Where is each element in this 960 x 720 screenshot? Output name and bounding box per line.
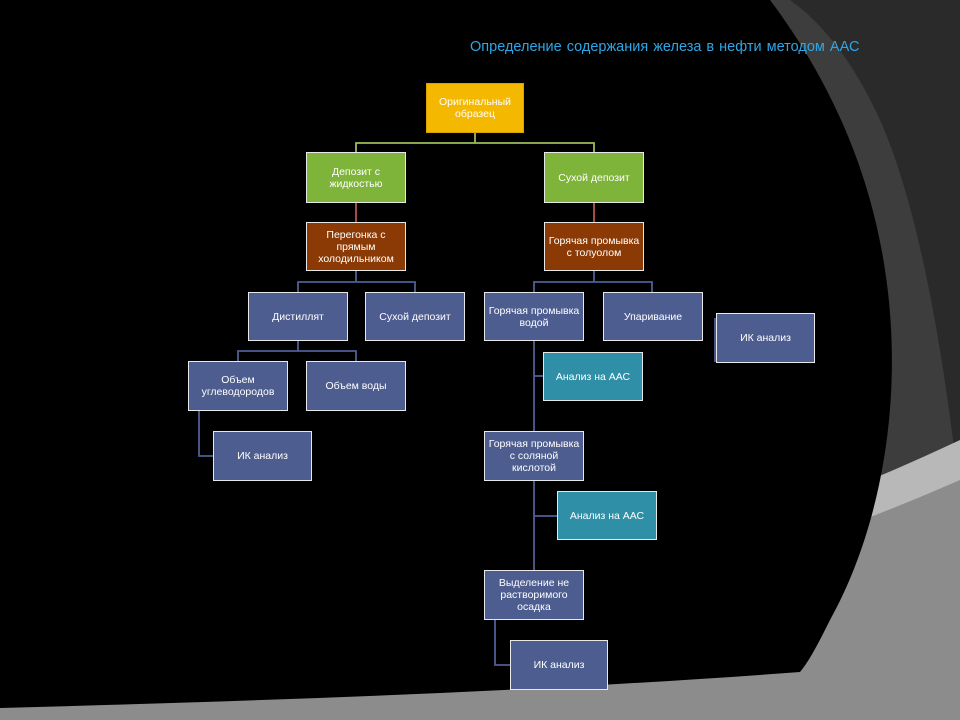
- node-aas-analysis-water: Анализ на ААС: [543, 352, 643, 401]
- node-ir-analysis-hydrocarbon: ИК анализ: [213, 431, 312, 481]
- node-dry-deposit-left: Сухой депозит: [365, 292, 465, 341]
- node-hydrocarbon-volume-label: Объем углеводородов: [201, 374, 275, 398]
- background-black-shape: [0, 0, 892, 708]
- node-ir-analysis-evaporation-label: ИК анализ: [740, 332, 791, 344]
- node-aas-analysis-hcl: Анализ на ААС: [557, 491, 657, 540]
- node-insoluble-residue: Выделение не растворимого осадка: [484, 570, 584, 620]
- node-original-sample: Оригинальный образец: [426, 83, 524, 133]
- node-insoluble-residue-label: Выделение не растворимого осадка: [498, 577, 570, 613]
- node-ir-analysis-hydrocarbon-label: ИК анализ: [237, 450, 288, 462]
- node-distillation-label: Перегонка с прямым холодильником: [318, 228, 394, 265]
- node-hot-wash-toluene: Горячая промывка с толуолом: [544, 222, 644, 271]
- node-ir-analysis-residue: ИК анализ: [510, 640, 608, 690]
- node-deposit-with-liquid: Депозит с жидкостью: [306, 152, 406, 203]
- node-distillate-label: Дистиллят: [272, 310, 324, 323]
- node-hot-wash-toluene-label: Горячая промывка с толуолом: [548, 234, 640, 259]
- connector-original-split: [355, 133, 595, 152]
- background-swoosh-inner: [790, 0, 960, 500]
- connector-distillation-split: [297, 271, 416, 292]
- node-evaporation: Упаривание: [603, 292, 703, 341]
- node-ir-analysis-evaporation: ИК анализ: [716, 313, 815, 363]
- connector-residue-ir: [494, 620, 510, 666]
- node-deposit-with-liquid-label: Депозит с жидкостью: [329, 165, 383, 190]
- node-original-sample-label: Оригинальный образец: [438, 96, 511, 120]
- node-ir-analysis-residue-label: ИК анализ: [533, 659, 585, 671]
- node-hot-wash-hcl-label: Горячая промывка с соляной кислотой: [488, 438, 580, 474]
- node-distillate: Дистиллят: [248, 292, 348, 341]
- connector-distillate-split: [237, 341, 357, 361]
- node-dry-deposit-left-label: Сухой депозит: [379, 310, 451, 323]
- node-aas-analysis-hcl-label: Анализ на ААС: [569, 509, 645, 522]
- node-hydrocarbon-volume: Объем углеводородов: [188, 361, 288, 411]
- node-hot-wash-water: Горячая промывка водой: [484, 292, 584, 341]
- node-water-volume-label: Объем воды: [325, 380, 387, 392]
- node-hot-wash-hcl: Горячая промывка с соляной кислотой: [484, 431, 584, 481]
- node-hot-wash-water-label: Горячая промывка водой: [488, 305, 580, 329]
- node-evaporation-label: Упаривание: [623, 310, 683, 323]
- slide-title: Определение содержания железа в нефти ме…: [470, 39, 860, 55]
- node-distillation: Перегонка с прямым холодильником: [306, 222, 406, 271]
- node-dry-deposit-right: Сухой депозит: [544, 152, 644, 203]
- node-water-volume: Объем воды: [306, 361, 406, 411]
- connector-hydrocarbon-ir: [198, 411, 213, 457]
- connector-toluene-split: [533, 271, 653, 292]
- node-dry-deposit-right-label: Сухой депозит: [558, 171, 630, 184]
- node-aas-analysis-water-label: Анализ на ААС: [555, 370, 631, 383]
